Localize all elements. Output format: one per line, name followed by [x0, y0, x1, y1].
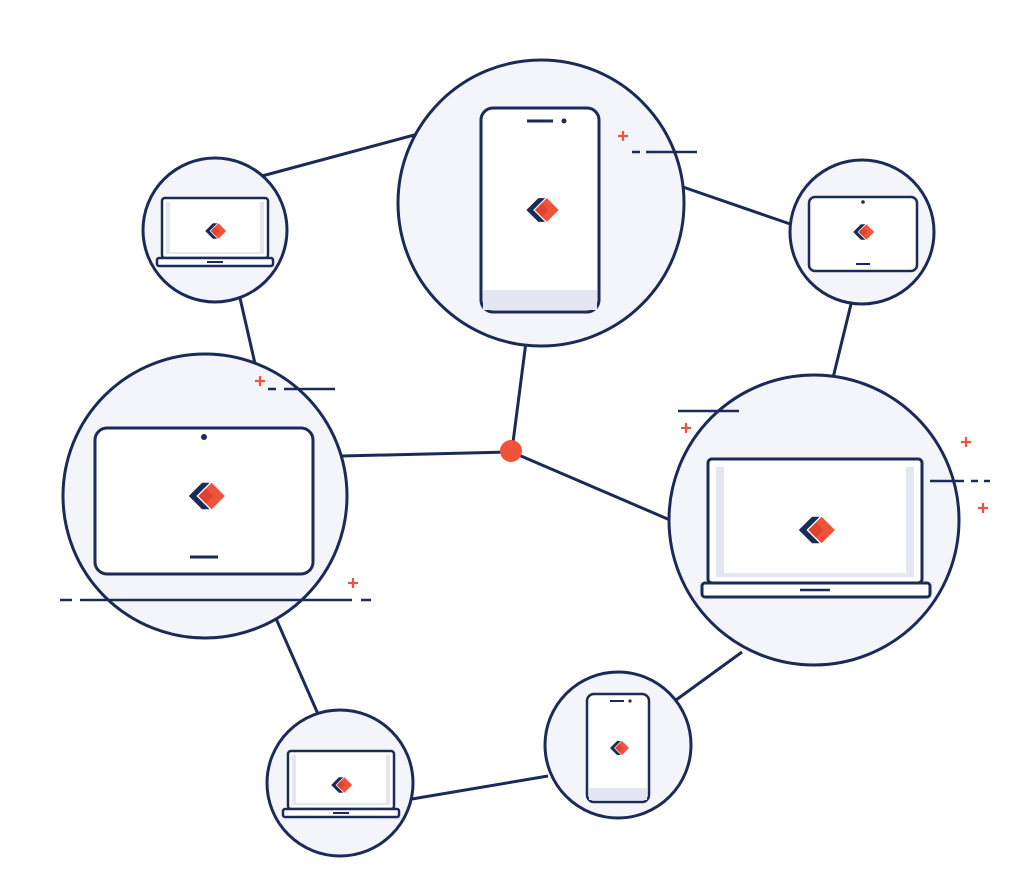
node-mid-left-tablet	[61, 352, 349, 640]
central-hub	[500, 440, 522, 462]
laptop-icon	[281, 749, 401, 819]
node-top-right-tablet	[788, 158, 936, 306]
connection-lines	[238, 132, 854, 802]
plus-icon	[976, 501, 990, 515]
link-topright-midright	[830, 299, 854, 383]
decorations	[60, 150, 990, 602]
link-topcenter-topright	[679, 184, 797, 228]
link-bottomleft-bottomcenter	[405, 774, 549, 802]
node-top-center-phone	[396, 58, 686, 348]
node-mid-right-laptop	[667, 373, 961, 667]
node-bottom-center-phone	[543, 670, 693, 820]
link-hub-midright	[513, 451, 671, 522]
node-bottom-left-laptop	[265, 708, 415, 858]
link-topleft-topcenter	[261, 132, 419, 178]
link-topcenter-hub	[510, 341, 528, 451]
plus-icon	[679, 421, 693, 435]
plus-icon	[959, 435, 973, 449]
link-bottomcenter-midright	[675, 650, 743, 702]
link-topleft-midleft	[238, 297, 258, 369]
plus-icon	[346, 576, 360, 590]
node-top-left-laptop	[141, 156, 289, 304]
link-midleft-hub	[341, 450, 511, 458]
link-midleft-bottomleft	[272, 613, 320, 715]
